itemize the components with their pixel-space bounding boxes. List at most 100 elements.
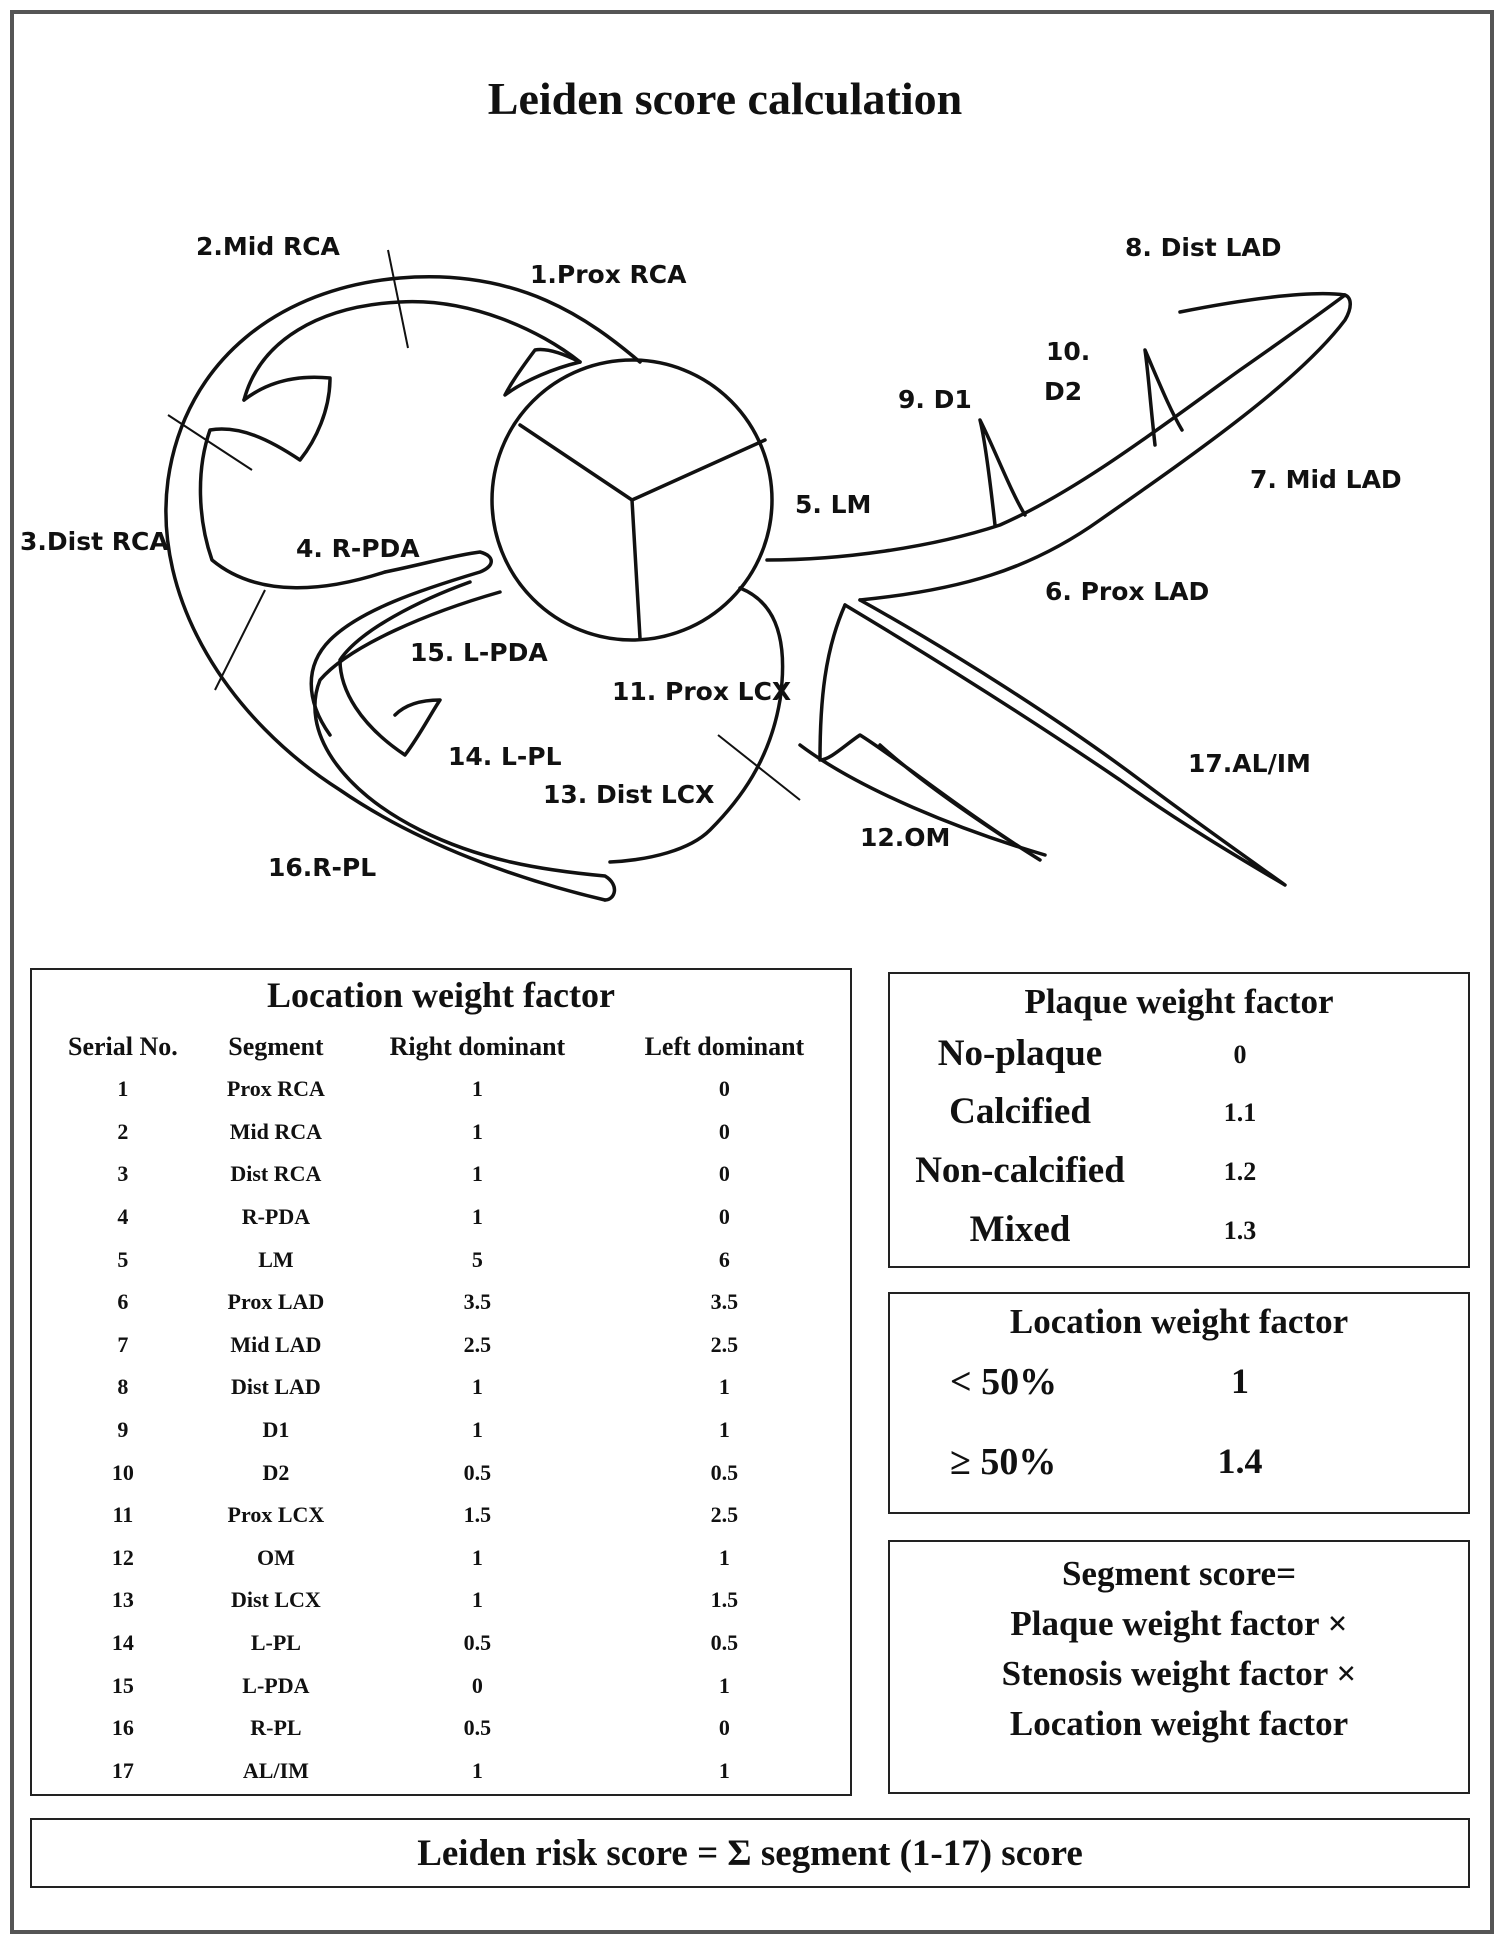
table-row: 1 Prox RCA 1 0 [42, 1068, 842, 1111]
label-r-pda: 4. R-PDA [296, 534, 420, 563]
segment-cell: L-PL [250, 1630, 301, 1656]
plaque-row: Mixed 1.3 [890, 1208, 1468, 1258]
segment-cell: D1 [262, 1417, 290, 1443]
plaque-title: Plaque weight factor [1024, 982, 1334, 1021]
segment-cell: D2 [262, 1459, 290, 1485]
plaque-value: 1.2 [1223, 1157, 1257, 1186]
total-score-box: Leiden risk score = Σ segment (1-17) sco… [30, 1818, 1470, 1888]
header-segment: Segment [228, 1032, 324, 1061]
segment-divider [214, 589, 266, 691]
location-weight-table: Serial No. Segment Right dominant Left d… [42, 1026, 842, 1792]
l-pda-branch [338, 580, 472, 757]
segment-cell: Mid LAD [230, 1331, 322, 1357]
label-dist-rca: 3.Dist RCA [20, 527, 169, 556]
serial-cell: 11 [112, 1502, 134, 1528]
plaque-name: Non-calcified [915, 1150, 1125, 1191]
serial-cell: 16 [111, 1715, 134, 1741]
serial-cell: 17 [111, 1757, 134, 1783]
serial-cell: 2 [117, 1118, 129, 1144]
prox-rca-side-branch [503, 347, 582, 397]
header-right-dominant: Right dominant [389, 1032, 566, 1061]
serial-cell: 15 [111, 1672, 134, 1698]
stenosis-row: ≥ 50% 1.4 [890, 1440, 1468, 1500]
lcx-wall [608, 586, 785, 864]
stenosis-title: Location weight factor [1009, 1302, 1349, 1341]
label-dist-lcx: 13. Dist LCX [543, 780, 714, 809]
cusp-divider [630, 498, 642, 640]
plaque-name: Mixed [969, 1209, 1071, 1250]
segment-cell: Prox RCA [226, 1076, 325, 1102]
left-dominant-cell: 0 [718, 1076, 730, 1102]
left-dominant-cell: 0 [718, 1715, 730, 1741]
serial-cell: 10 [111, 1459, 134, 1485]
left-dominant-cell: 1.5 [710, 1587, 739, 1613]
serial-cell: 1 [117, 1076, 129, 1102]
segment-score-box: Segment score= Plaque weight factor × St… [888, 1540, 1470, 1794]
plaque-row: No-plaque 0 [890, 1032, 1468, 1082]
segment-cell: R-PDA [241, 1204, 311, 1230]
serial-cell: 6 [117, 1289, 129, 1315]
right-dominant-cell: 1 [471, 1544, 483, 1570]
plaque-weight-box: Plaque weight factor No-plaque 0 Calcifi… [888, 972, 1470, 1268]
serial-cell: 5 [117, 1246, 129, 1272]
segment-cell: Dist LAD [230, 1374, 321, 1400]
left-dominant-cell: 0.5 [710, 1630, 739, 1656]
left-dominant-cell: 1 [718, 1417, 730, 1443]
right-dominant-cell: 0 [471, 1672, 483, 1698]
segment-cell: Mid RCA [229, 1118, 323, 1144]
label-lm: 5. LM [795, 490, 871, 519]
segment-cell: LM [258, 1246, 294, 1272]
aortic-root [490, 358, 774, 642]
right-dominant-cell: 1 [471, 1076, 483, 1102]
header-serial: Serial No. [67, 1032, 178, 1061]
serial-cell: 7 [117, 1331, 129, 1357]
plaque-value: 1.3 [1223, 1216, 1257, 1245]
right-dominant-cell: 1 [471, 1374, 483, 1400]
label-r-pl: 16.R-PL [268, 853, 376, 882]
segment-cell: Dist RCA [230, 1161, 322, 1187]
plaque-value: 1.1 [1223, 1098, 1257, 1127]
segment-cell: L-PDA [242, 1672, 310, 1698]
left-dominant-cell: 0.5 [710, 1459, 739, 1485]
left-dominant-cell: 0 [718, 1204, 730, 1230]
label-mid-rca: 2.Mid RCA [196, 232, 341, 261]
right-dominant-cell: 0.5 [463, 1459, 492, 1485]
d1-branch [978, 418, 1027, 527]
label-prox-rca: 1.Prox RCA [530, 260, 687, 289]
plaque-name: No-plaque [937, 1033, 1103, 1074]
formula-line: Plaque weight factor × [1010, 1604, 1348, 1643]
location-table-title: Location weight factor [267, 975, 615, 1015]
right-dominant-cell: 1 [471, 1757, 483, 1783]
left-dominant-cell: 0 [718, 1118, 730, 1144]
right-dominant-cell: 1.5 [463, 1502, 492, 1528]
segment-divider [717, 734, 801, 801]
coronary-artery-diagram: 1.Prox RCA 2.Mid RCA 3.Dist RCA 4. R-PDA… [20, 232, 1402, 902]
segment-cell: Dist LCX [230, 1587, 321, 1613]
plaque-row: Non-calcified 1.2 [890, 1149, 1468, 1199]
right-dominant-cell: 1 [471, 1587, 483, 1613]
r-pl-branch [313, 590, 617, 902]
left-dominant-cell: 1 [718, 1374, 730, 1400]
label-d2: D2 [1044, 377, 1082, 406]
cusp-divider [630, 438, 767, 502]
serial-cell: 12 [111, 1544, 134, 1570]
rca-inner-wall [242, 299, 582, 402]
label-l-pda: 15. L-PDA [410, 638, 548, 667]
label-dist-lad: 8. Dist LAD [1125, 233, 1281, 262]
right-dominant-cell: 2.5 [463, 1331, 492, 1357]
segment-cell: Prox LCX [227, 1502, 325, 1528]
label-d1: 9. D1 [898, 385, 972, 414]
right-dominant-cell: 1 [471, 1161, 483, 1187]
stenosis-name: < 50% [950, 1361, 1058, 1403]
serial-cell: 4 [117, 1204, 129, 1230]
